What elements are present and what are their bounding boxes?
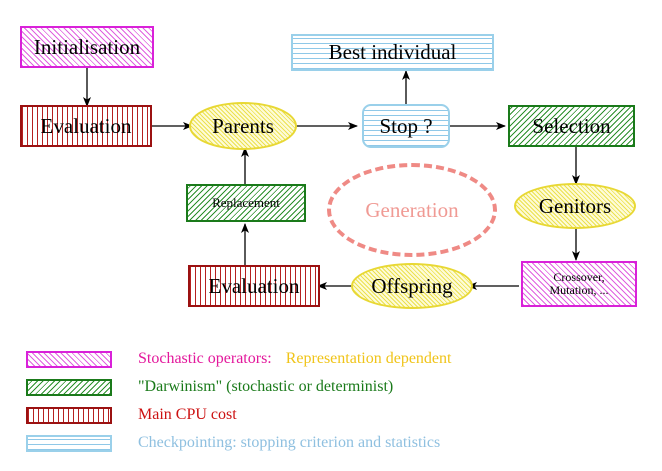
node-genitors[interactable]: Genitors: [514, 183, 636, 229]
node-selection[interactable]: Selection: [508, 105, 635, 147]
node-crossover-mutation[interactable]: Crossover, Mutation, ...: [521, 261, 637, 307]
node-generation: Generation: [327, 163, 497, 257]
legend-label-darwinism: "Darwinism" (stochastic or determinist): [138, 378, 394, 395]
legend: Stochastic operators: Representation dep…: [0, 340, 662, 471]
connector-layer: [83, 68, 580, 290]
node-replacement[interactable]: Replacement: [186, 184, 306, 222]
node-evaluation-bottom[interactable]: Evaluation: [188, 265, 320, 307]
node-initialisation[interactable]: Initialisation: [20, 26, 154, 68]
connector-svg: [83, 68, 580, 290]
legend-item-main-cpu-cost: Main CPU cost: [26, 404, 237, 426]
node-stop[interactable]: Stop ?: [362, 104, 450, 148]
legend-swatch-blue-horizontal-lines: [26, 434, 112, 452]
legend-item-checkpointing: Checkpointing: stopping criterion and st…: [26, 432, 440, 454]
legend-label-main-cpu-cost: Main CPU cost: [138, 406, 237, 423]
legend-swatch-red-vertical-lines: [26, 406, 112, 424]
node-best-individual[interactable]: Best individual: [291, 34, 494, 71]
node-parents[interactable]: Parents: [189, 102, 297, 150]
legend-label-representation-dependent: Representation dependent: [285, 350, 452, 367]
legend-swatch-magenta-diagonal-hatch: [26, 350, 112, 368]
legend-label-checkpointing: Checkpointing: stopping criterion and st…: [138, 434, 441, 451]
legend-label-stochastic-operators: Stochastic operators:: [138, 350, 272, 367]
legend-item-darwinism: "Darwinism" (stochastic or determinist): [26, 376, 393, 398]
node-evaluation-top[interactable]: Evaluation: [20, 105, 152, 147]
legend-item-stochastic-operators: Stochastic operators: Representation dep…: [26, 348, 451, 370]
legend-swatch-green-diagonal-hatch: [26, 378, 112, 396]
node-offspring[interactable]: Offspring: [351, 263, 473, 309]
